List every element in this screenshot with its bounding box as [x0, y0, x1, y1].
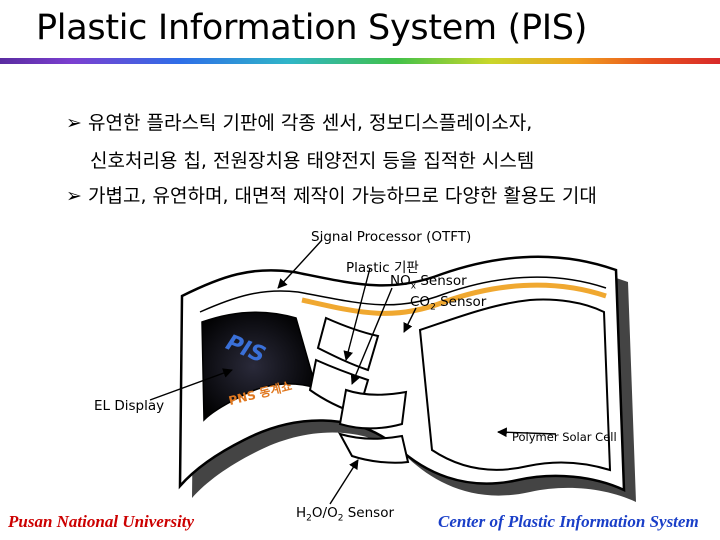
solar-cell-arrow [497, 427, 557, 438]
title-divider [0, 58, 720, 64]
sheet-inner-edge [199, 276, 607, 313]
co2-sensor-arrow [403, 307, 417, 333]
el-display-screen [201, 311, 318, 422]
label-signal-processor: Signal Processor (OTFT) [311, 229, 472, 245]
bullet-1-line-2: 신호처리용 칩, 전원장치용 태양전지 등을 집적한 시스템 [90, 150, 535, 172]
footer-university: Pusan National University [8, 512, 195, 531]
arrow-bullet-icon: ➢ [66, 112, 82, 134]
label-nox-sensor: NOx Sensor [390, 273, 467, 292]
footer-center: Center of Plastic Information System [438, 512, 699, 531]
arrow-bullet-icon: ➢ [66, 185, 82, 207]
sensor-box-3 [338, 388, 408, 430]
el-display-arrow [149, 368, 233, 401]
solar-cell-panel [418, 298, 612, 472]
orange-stripe [301, 282, 607, 316]
nox-sensor-arrow [350, 287, 393, 385]
bullet-1-line-1: ➢유연한 플라스틱 기판에 각종 센서, 정보디스플레이소자, [66, 112, 533, 134]
label-polymer-solar-cell: Polymer Solar Cell [512, 430, 617, 444]
label-h2o-o2-sensor: H2O/O2 Sensor [296, 505, 395, 524]
label-co2-sensor: CO2 Sensor [410, 294, 487, 313]
bullet-2: ➢가볍고, 유연하며, 대면적 제작이 가능하므로 다양한 활용도 기대 [66, 185, 597, 207]
page-title: Plastic Information System (PIS) [36, 8, 588, 48]
label-el-display: EL Display [94, 398, 165, 414]
plastic-substrate-arrow [343, 267, 371, 361]
sensor-box-4 [337, 432, 410, 464]
label-plastic-substrate: Plastic 기판 [346, 260, 419, 276]
signal-processor-arrow [277, 239, 323, 289]
h2o-o2-sensor-arrow [329, 459, 359, 505]
